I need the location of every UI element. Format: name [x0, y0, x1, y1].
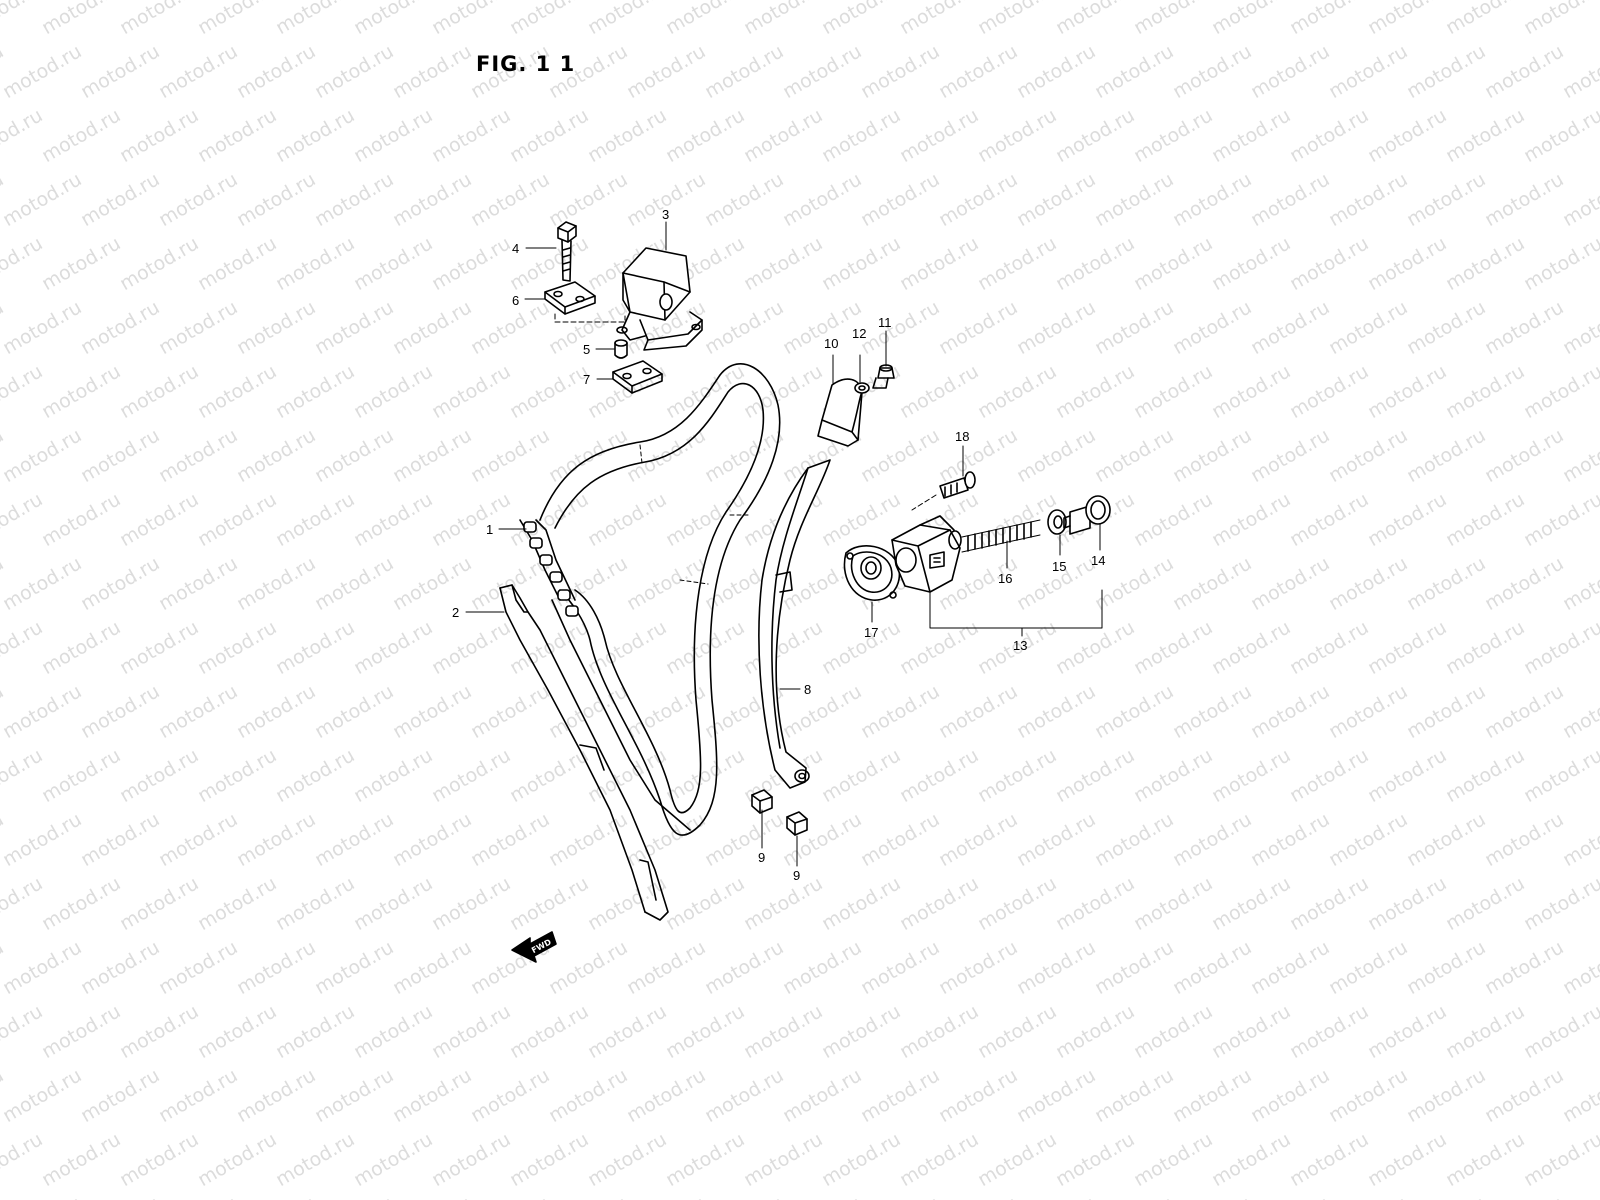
part-3-upper-chain-guide: [616, 247, 703, 351]
label-1: 1: [486, 522, 493, 537]
fwd-arrow: FWD: [511, 931, 557, 963]
label-5: 5: [583, 342, 590, 357]
label-7: 7: [583, 372, 590, 387]
part-15-washer: [1047, 509, 1067, 535]
part-8-tensioner-guide: [758, 459, 831, 789]
label-15: 15: [1052, 559, 1066, 574]
part-11-screw: [872, 364, 895, 389]
part-labels: 4 3 6 5 7 1 2 8 9 9 10 12 11 18 16 15 14…: [452, 207, 1105, 883]
leader-lines: [465, 221, 1103, 867]
label-9a: 9: [758, 850, 765, 865]
label-9b: 9: [793, 868, 800, 883]
label-16: 16: [998, 571, 1012, 586]
part-6-plate: [544, 281, 596, 315]
label-18: 18: [955, 429, 969, 444]
part-1-cam-chain: [519, 363, 781, 836]
part-17-gasket: [843, 545, 901, 601]
part-4-bolt: [557, 221, 577, 282]
part-14-cap-bolt: [1063, 495, 1111, 535]
label-14: 14: [1091, 553, 1105, 568]
label-4: 4: [512, 241, 519, 256]
part-5-dowel-pin: [614, 339, 628, 359]
dashed-leader-6-to-3: [554, 313, 626, 323]
label-12: 12: [852, 326, 866, 341]
label-17: 17: [864, 625, 878, 640]
figure-title: FIG. 1 1: [476, 52, 576, 76]
part-13-tensioner-body: [891, 515, 962, 593]
label-2: 2: [452, 605, 459, 620]
label-3: 3: [662, 207, 669, 222]
label-11: 11: [878, 315, 892, 330]
label-8: 8: [804, 682, 811, 697]
label-13: 13: [1013, 638, 1027, 653]
part-18-bolt: [939, 471, 976, 499]
leader-13-bracket: [929, 589, 1103, 637]
part-9-damper-b: [786, 811, 808, 836]
dashed-leader-18: [911, 494, 937, 511]
label-10: 10: [824, 336, 838, 351]
part-12-washer: [854, 382, 870, 394]
part-2-front-chain-guide: [499, 584, 669, 921]
part-7-plate: [612, 360, 663, 394]
label-6: 6: [512, 293, 519, 308]
part-16-spring: [961, 519, 1041, 553]
part-9-damper-a: [751, 789, 773, 814]
